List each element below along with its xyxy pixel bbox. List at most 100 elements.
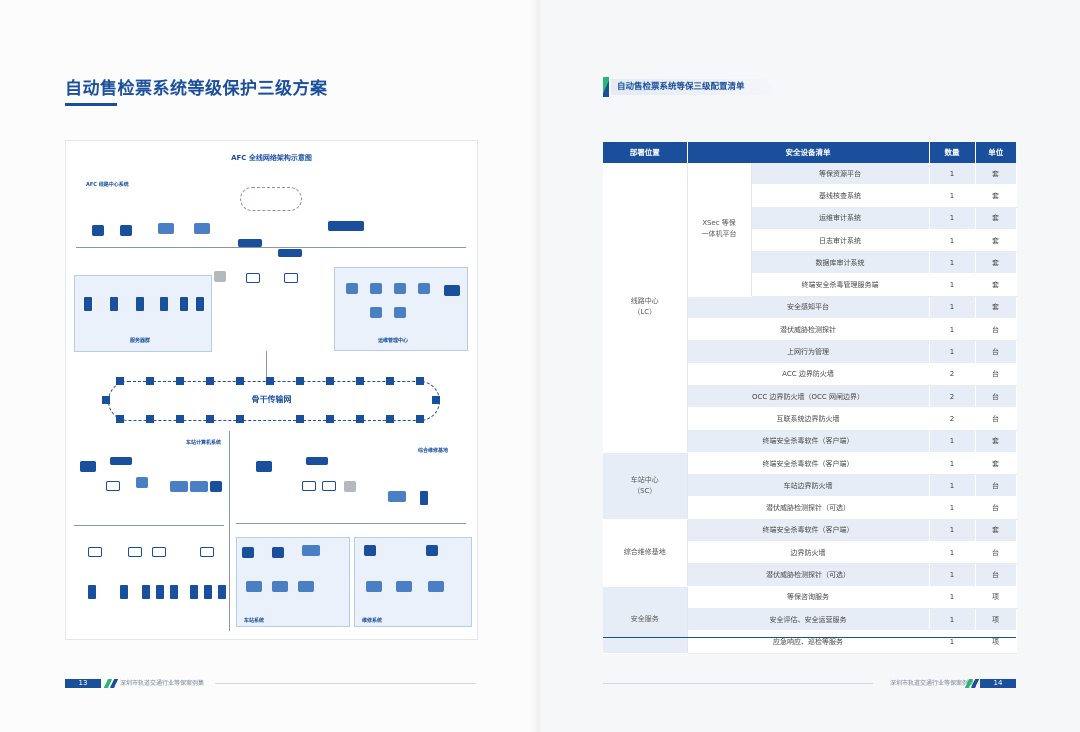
footer-text: 深圳市轨道交通行业等保案例集 (890, 680, 975, 687)
region-label-service: 服务器群 (130, 338, 151, 344)
page-title: 自动售检票系统等级保护三级方案 (65, 79, 328, 99)
server-icon (364, 545, 376, 556)
terminal-icon (204, 585, 212, 599)
table-row: 运维审计系统 1 套 (603, 207, 1017, 230)
server-icon (426, 545, 438, 556)
table-row: 车站边界防火墙 1 台 (603, 474, 1017, 498)
table-row: 线路中心 （LC） XSec 等保 一体机平台 等保资源平台 1 套 (603, 163, 1017, 453)
switch-icon (238, 239, 262, 247)
table-row: 潜伏威胁检测探针（可选） 1 台 (603, 496, 1017, 520)
switch-icon (152, 547, 166, 557)
firewall-icon (80, 461, 96, 472)
table-bottom-rule (603, 637, 1016, 638)
table-row: 安全评估、安全运营服务 1 项 (603, 608, 1017, 632)
switch-icon (110, 457, 132, 465)
table-row: 上网行为管理 1 台 (603, 340, 1017, 364)
terminal-icon (170, 585, 178, 599)
title-underline (65, 103, 117, 106)
server-icon (242, 547, 254, 558)
switch-icon (106, 481, 120, 491)
cloud-icon (240, 187, 302, 211)
security-device-icon (370, 283, 382, 294)
table-row: OCC 边界防火墙（OCC 网闸边界） 2 台 (603, 385, 1017, 409)
page-number: 14 (980, 679, 1016, 688)
right-footer: 深圳市轨道交通行业等保案例集 14 (603, 679, 1016, 688)
security-device-icon (394, 283, 406, 294)
table-row: 潜伏威胁检测探针（可选） 1 台 (603, 563, 1017, 587)
backbone-label: 骨干传输网 (251, 395, 292, 404)
switch-icon (88, 547, 102, 557)
terminal-icon (120, 585, 128, 599)
table-row: 数据库审计系统 1 套 (603, 251, 1017, 275)
header-location: 部署位置 (603, 142, 688, 163)
region-label-security-mgmt: 运维管理中心 (378, 338, 409, 344)
terminal-icon (196, 297, 204, 311)
security-device-icon (418, 283, 430, 294)
footer-text: 深圳市轨道交通行业等保案例集 (120, 680, 205, 687)
header-unit: 单位 (975, 142, 1016, 163)
table-row: 边界防火墙 1 台 (603, 541, 1017, 565)
switch-icon (200, 547, 214, 557)
section-heading: 自动售检票系统等保三级配置清单 (603, 77, 777, 97)
switch-icon (302, 481, 316, 491)
terminal-icon (180, 297, 188, 311)
sub-platform: XSec 等保 一体机平台 (687, 163, 752, 297)
workstation-icon (170, 481, 188, 492)
region-label-station-system: 车站系统 (244, 618, 265, 624)
location-lc: 线路中心 （LC） (603, 163, 688, 453)
workstation-icon (396, 581, 412, 592)
location-service: 安全服务 (603, 586, 688, 654)
workstation-icon (190, 481, 208, 492)
workstation-icon (246, 581, 262, 592)
server-icon (92, 225, 104, 236)
left-page: 自动售检票系统等级保护三级方案 AFC 全线网络架构示意图 AFC 线路中心系统… (65, 79, 478, 688)
region-label-station: 车站计算机系统 (186, 440, 222, 446)
terminal-icon (160, 297, 168, 311)
firewall-icon (344, 481, 356, 492)
switch-icon (246, 273, 260, 283)
server-icon (136, 477, 148, 488)
diagram-title: AFC 全线网络架构示意图 (231, 154, 312, 162)
server-icon (210, 481, 222, 492)
terminal-icon (136, 297, 144, 311)
terminal-icon (84, 297, 92, 311)
server-icon (120, 225, 132, 236)
workstation-icon (388, 491, 406, 502)
table-row: 基线核查系统 1 套 (603, 184, 1017, 208)
workstation-icon (194, 223, 210, 234)
config-table: 部署位置 安全设备清单 数量 单位 线路中心 （LC） XSec 等保 一体机平… (603, 142, 1017, 654)
table-row: 安全服务 等保咨询服务 1 项 (603, 586, 1017, 654)
firewall-icon (256, 461, 272, 472)
header-item: 安全设备清单 (687, 142, 930, 163)
region-label-afc-center: AFC 线路中心系统 (86, 182, 129, 188)
terminal-icon (142, 585, 150, 599)
switch-icon (306, 457, 328, 465)
workstation-icon (272, 581, 288, 592)
terminal-icon (110, 297, 118, 311)
service-region (74, 275, 212, 352)
server-icon (328, 221, 364, 231)
switch-icon (322, 481, 336, 491)
table-row: 互联系统边界防火墙 2 台 (603, 407, 1017, 431)
workstation-icon (428, 581, 444, 592)
table-header-row: 部署位置 安全设备清单 数量 单位 (603, 142, 1016, 163)
table-row: 综合维修基地 终端安全杀毒软件（客户端） 1 套 (603, 519, 1017, 587)
network-architecture-diagram: AFC 全线网络架构示意图 AFC 线路中心系统 服务器群 运维管理中心 (65, 140, 478, 640)
server-icon (272, 547, 284, 558)
firewall-icon (214, 271, 226, 282)
location-depot: 综合维修基地 (603, 519, 688, 587)
table-row: 安全感知平台 1 套 (603, 296, 1017, 320)
header-qty: 数量 (929, 142, 976, 163)
terminal-icon (420, 491, 428, 505)
table-row: 应急响应、巡检等服务 1 项 (603, 630, 1017, 654)
terminal-icon (190, 585, 198, 599)
table-row: 车站中心 （SC） 终端安全杀毒软件（客户端） 1 套 (603, 452, 1017, 520)
firewall-icon (444, 285, 460, 296)
security-device-icon (370, 307, 382, 318)
page-number: 13 (65, 679, 101, 688)
table-row: 终端安全杀毒管理服务端 1 套 (603, 273, 1017, 297)
table-row: ACC 边界防火墙 2 台 (603, 363, 1017, 386)
security-device-icon (394, 307, 406, 318)
terminal-icon (218, 585, 226, 599)
footer-stripe (963, 679, 979, 688)
